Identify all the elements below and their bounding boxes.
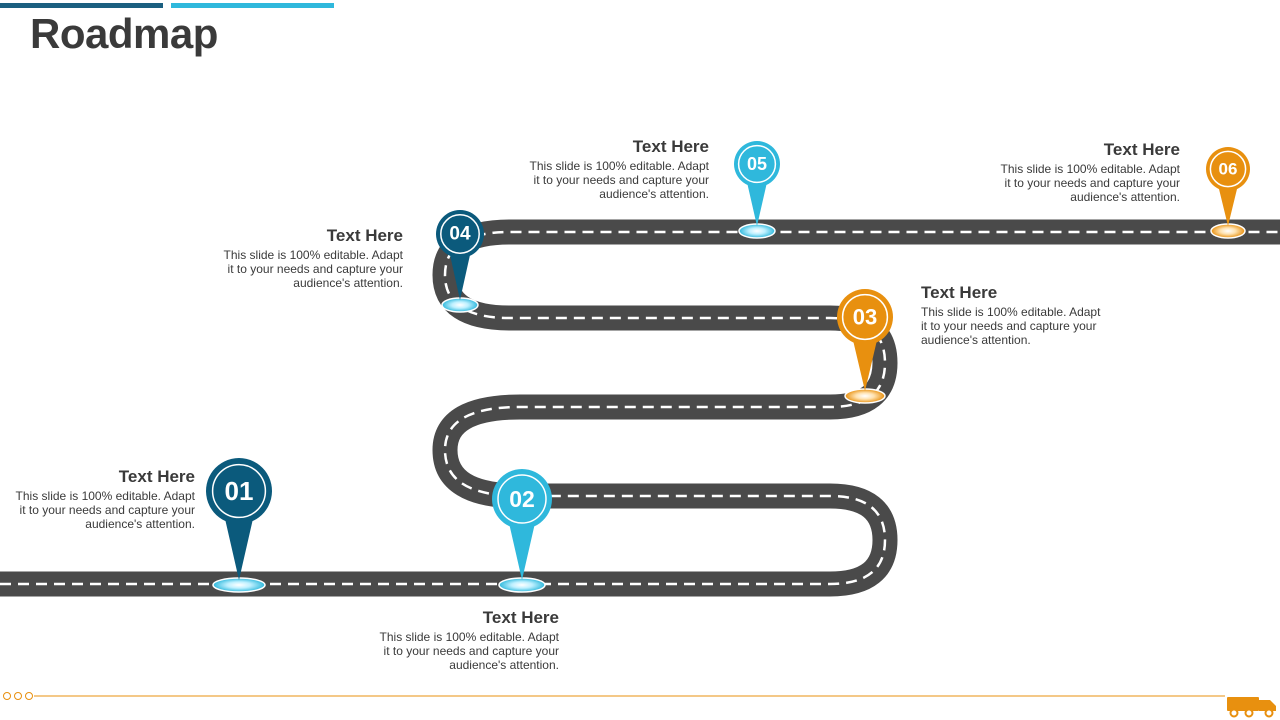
pin-ring <box>841 293 889 341</box>
milestone-heading: Text Here <box>482 608 559 627</box>
milestone-number: 03 <box>853 305 877 330</box>
milestone-body: This slide is 100% editable. Adapt it to… <box>529 159 709 201</box>
milestone-text-06: Text Here This slide is 100% editable. A… <box>995 140 1180 204</box>
accent-bar-light <box>171 3 334 8</box>
page-title: Roadmap <box>30 10 218 57</box>
milestone-text-01: Text Here This slide is 100% editable. A… <box>10 467 195 531</box>
milestone-number: 06 <box>1219 160 1238 179</box>
pin-ring <box>1209 150 1247 188</box>
map-pin-icon: 03 <box>837 289 893 404</box>
road <box>0 219 1280 597</box>
milestone-number: 04 <box>449 224 471 245</box>
milestone-text-04: Text Here This slide is 100% editable. A… <box>218 226 403 290</box>
accent-bar-dark <box>0 3 163 8</box>
milestone-heading: Text Here <box>1103 140 1180 159</box>
milestone-text-03: Text Here This slide is 100% editable. A… <box>921 283 1106 347</box>
milestone-heading: Text Here <box>326 226 403 245</box>
pin-ring <box>497 474 547 524</box>
map-pin-icon: 06 <box>1206 147 1250 239</box>
truck-icon <box>1227 697 1276 718</box>
pin-shape <box>206 458 272 580</box>
pin-glow <box>738 223 776 239</box>
map-pin-icon: 02 <box>492 468 553 593</box>
pin-glow <box>1210 223 1246 239</box>
milestone-body: This slide is 100% editable. Adapt it to… <box>1000 162 1180 204</box>
pin-glow <box>441 297 479 313</box>
milestone-body: This slide is 100% editable. Adapt it to… <box>921 305 1101 347</box>
milestone-heading: Text Here <box>921 283 998 302</box>
milestone-body: This slide is 100% editable. Adapt it to… <box>379 630 559 672</box>
milestone-number: 02 <box>509 486 535 512</box>
milestone-body: This slide is 100% editable. Adapt it to… <box>15 489 195 531</box>
map-pin-icon: 04 <box>436 210 484 313</box>
milestone-body: This slide is 100% editable. Adapt it to… <box>223 248 403 290</box>
milestone-text-05: Text Here This slide is 100% editable. A… <box>524 137 709 201</box>
pin-shape <box>733 141 780 226</box>
pin-ring <box>440 214 480 254</box>
footer-line <box>3 692 1276 718</box>
pin-ring <box>737 144 777 184</box>
pin-ring <box>211 463 267 519</box>
milestone-heading: Text Here <box>632 137 709 156</box>
milestone-heading: Text Here <box>118 467 195 486</box>
map-pin-icon: 05 <box>733 141 780 239</box>
milestone-text-02: Text Here This slide is 100% editable. A… <box>374 608 559 672</box>
pin-glow <box>844 388 886 404</box>
milestone-number: 05 <box>747 154 767 174</box>
map-pin-icon: 01 <box>206 458 272 593</box>
pin-glow <box>498 577 546 593</box>
three-circles-icon <box>3 692 33 700</box>
pin-shape <box>492 468 553 580</box>
pin-glow <box>212 577 266 593</box>
pin-shape <box>436 210 484 300</box>
milestone-number: 01 <box>225 476 254 506</box>
